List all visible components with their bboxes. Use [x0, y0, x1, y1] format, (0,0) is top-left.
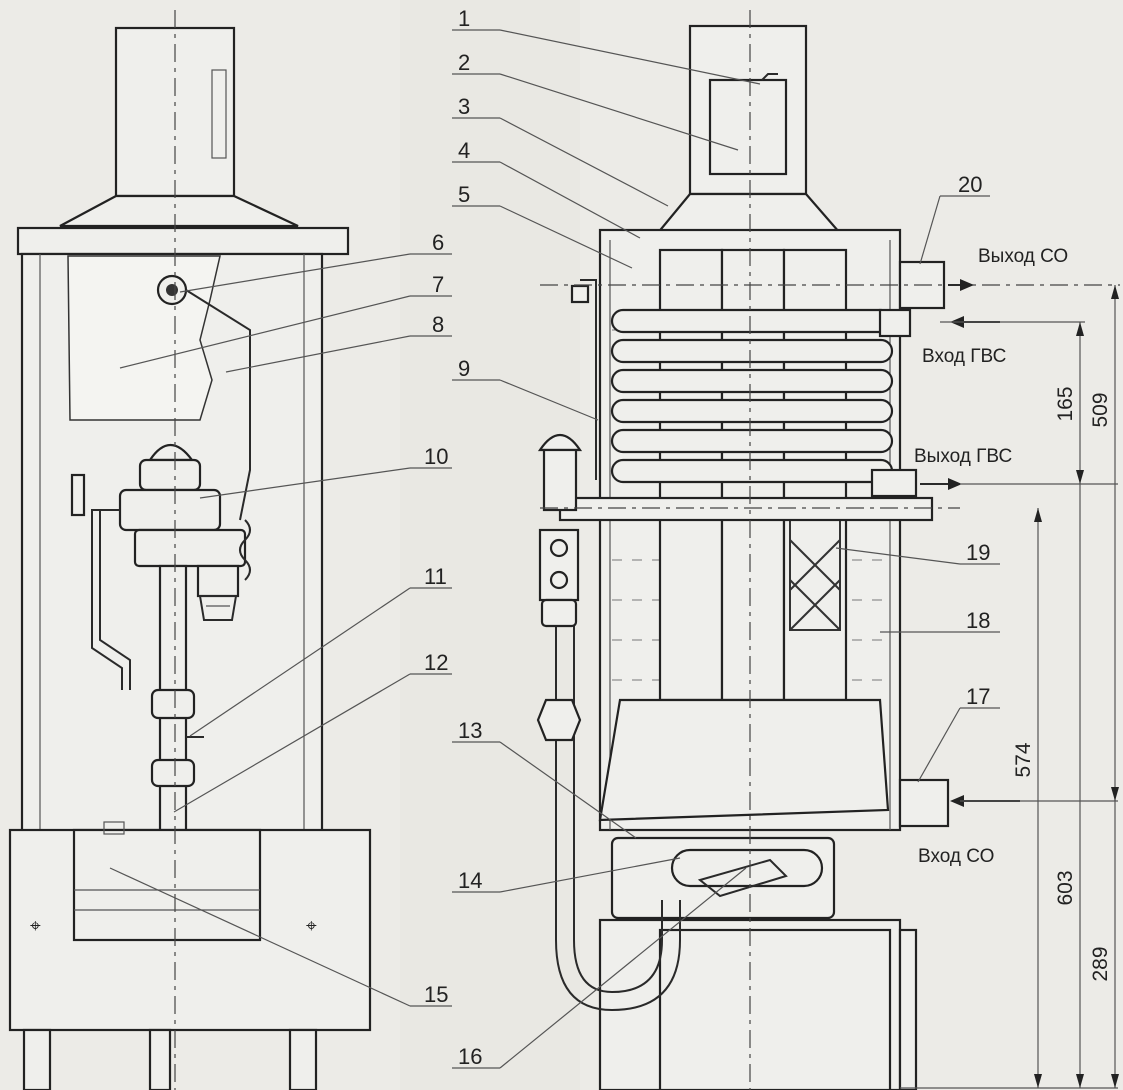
combustion-chamber	[598, 698, 890, 822]
gas-valve-top	[138, 458, 202, 492]
dim-289: 289	[1089, 946, 1112, 981]
callout-7: 7	[432, 272, 444, 297]
callout-19: 19	[966, 540, 990, 565]
u-gas-pipe	[555, 600, 681, 1012]
front-view: ⌖ ⌖	[8, 10, 372, 1090]
section-view	[536, 10, 1120, 1090]
callout-4: 4	[458, 138, 470, 163]
dim-603: 603	[1054, 870, 1077, 905]
callout-18: 18	[966, 608, 990, 633]
callout-6: 6	[432, 230, 444, 255]
label-co-out: Выход СО	[978, 246, 1068, 267]
dim-574: 574	[1012, 742, 1035, 777]
label-hw-in: Вход ГВС	[922, 346, 1006, 367]
callout-11: 11	[424, 564, 447, 589]
leader-lines	[109, 29, 1000, 1069]
callout-10: 10	[424, 444, 448, 469]
svg-text:⌖: ⌖	[306, 916, 317, 937]
callout-9: 9	[458, 356, 470, 381]
label-co-in: Вход СО	[918, 846, 994, 867]
dimension-lines	[900, 285, 1119, 1089]
callout-5: 5	[458, 182, 470, 207]
callout-13: 13	[458, 718, 482, 743]
callout-2: 2	[458, 50, 470, 75]
gvs-pipe	[558, 496, 934, 522]
callout-17: 17	[966, 684, 990, 709]
dimension-values: 165 509 574 603 289	[1012, 386, 1112, 981]
dim-165: 165	[1054, 386, 1077, 421]
draft-stabilizer	[708, 78, 788, 176]
flow-labels: Выход СО Вход ГВС Выход ГВС Вход СО	[914, 246, 1068, 867]
hot-water-coil	[610, 308, 894, 484]
callout-12: 12	[424, 650, 448, 675]
dim-509: 509	[1089, 392, 1112, 427]
callout-numbers: 1 2 3 4 5 6 7 8 9 10 11 12 13 14 15 16 1…	[424, 6, 990, 1069]
callout-1: 1	[458, 6, 470, 31]
callout-20: 20	[958, 172, 982, 197]
draft-hood-front	[59, 194, 299, 228]
cutaway-window	[67, 255, 221, 421]
gas-valve-body	[133, 528, 247, 568]
callout-3: 3	[458, 94, 470, 119]
gas-automatics	[536, 433, 583, 742]
callout-15: 15	[424, 982, 448, 1007]
callout-16: 16	[458, 1044, 482, 1069]
callout-8: 8	[432, 312, 444, 337]
co-inlet-pipe	[898, 778, 950, 828]
label-hw-out: Выход ГВС	[914, 446, 1012, 467]
callout-14: 14	[458, 868, 482, 893]
svg-text:⌖: ⌖	[30, 916, 41, 937]
